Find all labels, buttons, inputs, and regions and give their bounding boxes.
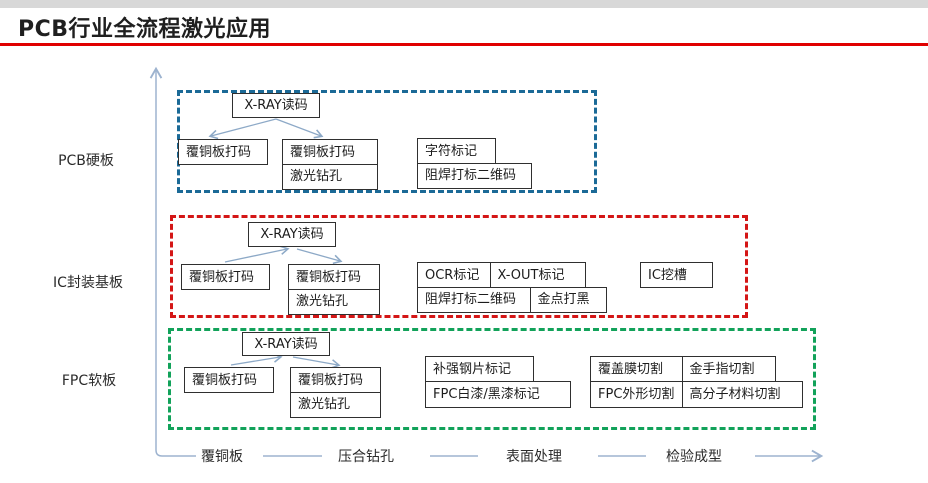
row-label-pcb-rigid: PCB硬板 xyxy=(58,153,114,169)
node-xray-reading-2: X-RAY读码 xyxy=(248,222,336,247)
node-soldermask-qr-2: 阻焊打标二维码 xyxy=(417,286,531,313)
node-xray-reading-1: X-RAY读码 xyxy=(232,93,320,118)
group-fpc-flex-board xyxy=(168,328,816,430)
node-soldermask-qr-1: 阻焊打标二维码 xyxy=(417,162,532,189)
node-ccl-marking-3a: 覆铜板打码 xyxy=(184,367,274,393)
node-stiffener-steel-marking: 补强钢片标记 xyxy=(425,356,534,382)
node-gold-finger-cutting: 金手指切割 xyxy=(681,356,776,382)
stage-label-lamination-drilling: 压合钻孔 xyxy=(338,449,394,465)
node-fpc-outline-cutting: FPC外形切割 xyxy=(590,380,683,408)
node-character-marking: 字符标记 xyxy=(417,138,496,164)
node-ocr-marking: OCR标记 xyxy=(417,262,491,288)
stage-label-surface-treatment: 表面处理 xyxy=(506,449,562,465)
title-underline xyxy=(0,43,928,46)
node-coverlay-cutting: 覆盖膜切割 xyxy=(590,356,683,382)
node-xout-marking: X-OUT标记 xyxy=(489,262,586,288)
row-label-ic-substrate: IC封装基板 xyxy=(53,275,123,291)
node-ccl-marking-2a: 覆铜板打码 xyxy=(181,264,270,290)
node-laser-drilling-2: 激光钻孔 xyxy=(288,288,380,315)
node-laser-drilling-3: 激光钻孔 xyxy=(290,391,381,418)
node-ccl-marking-1a: 覆铜板打码 xyxy=(178,139,268,165)
node-polymer-material-cutting: 高分子材料切割 xyxy=(681,380,803,408)
node-ccl-marking-2b: 覆铜板打码 xyxy=(288,264,380,290)
node-gold-dot-blackening: 金点打黑 xyxy=(529,286,607,313)
node-laser-drilling-1: 激光钻孔 xyxy=(282,163,378,190)
node-xray-reading-3: X-RAY读码 xyxy=(242,332,330,356)
node-fpc-paint-marking: FPC白漆/黑漆标记 xyxy=(425,380,571,408)
group-ic-package-substrate xyxy=(170,215,748,318)
node-ccl-marking-1b: 覆铜板打码 xyxy=(282,139,378,165)
stage-label-inspection-forming: 检验成型 xyxy=(666,449,722,465)
top-divider-bar xyxy=(0,0,928,8)
node-ic-grooving: IC挖槽 xyxy=(640,262,713,288)
node-ccl-marking-3b: 覆铜板打码 xyxy=(290,367,381,393)
stage-label-ccl: 覆铜板 xyxy=(201,449,243,465)
row-label-fpc: FPC软板 xyxy=(61,373,117,389)
page-title: PCB行业全流程激光应用 xyxy=(18,17,272,42)
